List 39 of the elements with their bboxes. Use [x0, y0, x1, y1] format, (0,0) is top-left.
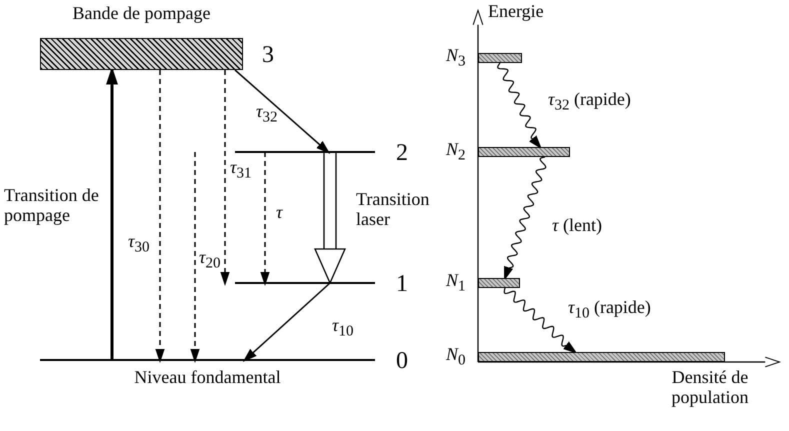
wavy-arrow	[504, 156, 546, 280]
edge-label: τ$_{10}$ (rapide)	[568, 298, 651, 322]
decay-arrow	[260, 152, 270, 285]
band-heading: Bande de pompage	[72, 4, 212, 24]
population-label: N$_{1}$	[446, 271, 466, 296]
decay-arrow	[220, 70, 230, 285]
level-number: 3	[262, 42, 274, 68]
edge-label: τ$_{30}$	[128, 232, 150, 256]
edge-label: τ (lent)	[552, 216, 602, 236]
edge-label: τ$_{32}$	[256, 102, 278, 126]
population-label: N$_{3}$	[446, 46, 466, 70]
population-bar	[478, 53, 522, 63]
level-number: 1	[396, 271, 408, 298]
edge-label: τ$_{10}$	[332, 316, 354, 340]
level-label: Niveau fondamental	[133, 368, 282, 388]
edge-label: Transition de pompage	[4, 186, 100, 226]
edge-label: Transition laser	[356, 190, 430, 230]
axis-label: Energie	[488, 2, 544, 22]
axis-label: Densité de population	[670, 368, 750, 408]
population-label: N$_{2}$	[446, 140, 466, 164]
arrow	[234, 69, 330, 154]
population-bar	[478, 278, 520, 288]
pumping-band	[40, 4, 243, 70]
laser-arrow	[314, 151, 346, 284]
population-bar	[478, 352, 725, 362]
arrow	[243, 282, 330, 362]
pump-arrow	[106, 68, 118, 360]
population-label: N$_{0}$	[446, 345, 466, 370]
decay-arrow	[155, 70, 165, 362]
level-number: 0	[396, 348, 408, 374]
level-number: 2	[396, 140, 408, 166]
wavy-arrow	[504, 288, 577, 354]
wavy-arrow	[497, 62, 542, 149]
edge-label: τ$_{31}$	[230, 158, 252, 182]
edge-label: τ	[276, 203, 282, 223]
edge-label: τ$_{32}$ (rapide)	[548, 90, 631, 114]
edge-label: τ$_{20}$	[199, 248, 220, 272]
population-bar	[478, 147, 570, 157]
decay-arrow	[190, 152, 200, 362]
